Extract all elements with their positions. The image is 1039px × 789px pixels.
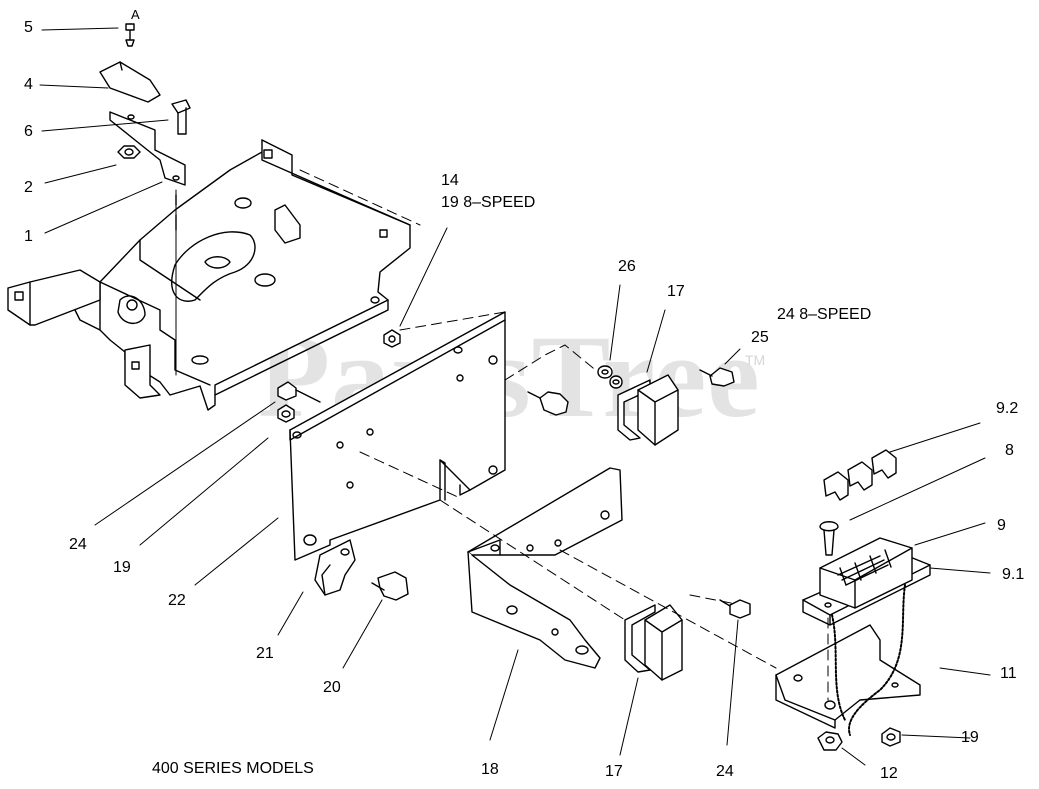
center-plate: [289, 311, 506, 561]
callout-12: 12: [880, 765, 898, 782]
callout-20: 20: [323, 679, 341, 696]
relay-module-upper: [597, 365, 735, 446]
callout-26: 26: [618, 258, 636, 275]
callout-21: 21: [256, 645, 274, 662]
callout-1: 1: [24, 228, 33, 245]
alignment-lines: [299, 169, 829, 701]
wire-harness: [831, 584, 906, 736]
switch-bracket-assembly: [99, 23, 191, 376]
callout-19-8-speed: 19 8–SPEED: [441, 194, 536, 211]
callout-11: 11: [1000, 665, 1017, 682]
watermark-trademark: TM: [745, 352, 766, 368]
callout-6: 6: [24, 123, 33, 140]
callout-9: 9: [997, 517, 1006, 534]
callout-24-8-speed: 24 8–SPEED: [777, 306, 872, 323]
lower-bracket: [467, 467, 623, 669]
callout-9-1: 9.1: [1002, 566, 1025, 583]
right-hardware: [817, 449, 901, 751]
callout-14: 14: [441, 172, 459, 189]
relay-module-lower: [624, 599, 751, 681]
callout-24-lower: 24: [716, 763, 734, 780]
callout-5: 5: [24, 19, 33, 36]
callout-9-2: 9.2: [996, 400, 1019, 417]
leader-lines: [39, 27, 991, 766]
main-frame-plate: [69, 139, 411, 411]
callout-2: 2: [24, 179, 33, 196]
callout-18: 18: [481, 761, 499, 778]
models-caption: 400 SERIES MODELS: [152, 760, 314, 777]
callout-25: 25: [751, 329, 769, 346]
callout-19-left: 19: [113, 559, 131, 576]
callout-a: A: [131, 7, 140, 22]
left-bracket: [7, 269, 161, 399]
callout-19-right: 19: [961, 729, 979, 746]
callout-17-lower: 17: [605, 763, 623, 780]
clamp-and-bolt: [314, 539, 409, 601]
callout-17-upper: 17: [667, 283, 685, 300]
right-bracket: [775, 537, 931, 729]
callout-4: 4: [24, 76, 33, 93]
callout-24-left: 24: [69, 536, 87, 553]
callout-8: 8: [1005, 442, 1014, 459]
center-hardware: [277, 329, 569, 423]
callout-22: 22: [168, 592, 186, 609]
